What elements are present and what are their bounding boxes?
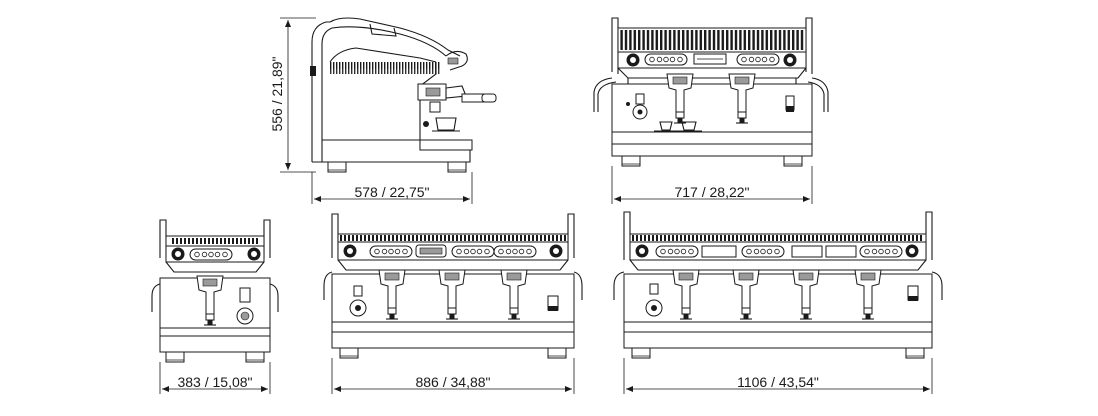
two-group-label: 717 / 28,22" [674, 184, 749, 200]
side-view [310, 17, 497, 173]
height-label: 556 / 21,89" [269, 56, 285, 131]
one-group-dimension [159, 362, 271, 394]
height-dimension [280, 17, 316, 173]
four-group-label: 1106 / 43,54" [737, 374, 819, 390]
two-group-front-view [593, 17, 829, 167]
side-depth-dimension [311, 172, 473, 204]
three-group-dimension [331, 358, 575, 394]
one-group-label: 383 / 15,08" [177, 374, 252, 390]
three-group-front-view [323, 213, 583, 359]
side-depth-label: 578 / 22,75" [354, 184, 429, 200]
one-group-front-view [151, 219, 279, 363]
three-group-label: 886 / 34,88" [415, 374, 490, 390]
four-group-front-view [613, 211, 943, 359]
four-group-dimension [623, 358, 933, 394]
two-group-dimension [611, 166, 813, 204]
